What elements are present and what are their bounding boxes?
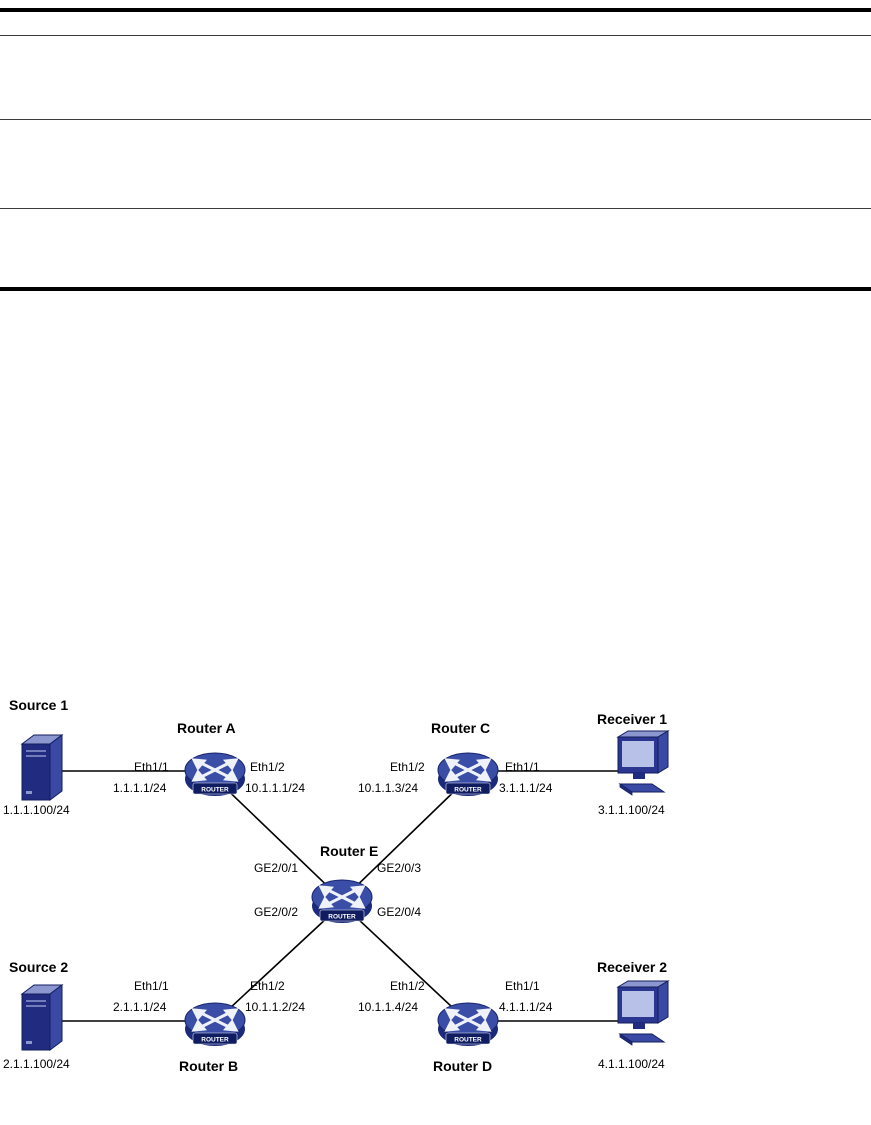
router-badge-text: ROUTER	[201, 787, 229, 794]
link-router-d-router-e	[341, 903, 469, 1023]
router-d-icon: ROUTER	[437, 1002, 499, 1046]
link-router-a-router-e	[214, 777, 343, 901]
link-router-b-router-e	[214, 903, 343, 1023]
table-row-rule-2	[0, 119, 871, 120]
router-b-left-ip: 2.1.1.1/24	[113, 1000, 167, 1014]
router-b-right-ip: 10.1.1.2/24	[245, 1000, 306, 1014]
server-icon	[20, 734, 64, 801]
router-d-right-ip: 4.1.1.1/24	[499, 1000, 553, 1014]
router-a-left-ip: 1.1.1.1/24	[113, 781, 167, 795]
router-d-label: Router D	[433, 1058, 493, 1074]
router-b-label: Router B	[179, 1058, 239, 1074]
receiver2-label: Receiver 2	[597, 959, 668, 975]
router-badge-text: ROUTER	[454, 1037, 482, 1044]
source1-label: Source 1	[9, 697, 69, 713]
router-a-label: Router A	[177, 720, 236, 736]
server-icon	[20, 984, 64, 1051]
router-b-right-if: Eth1/2	[250, 979, 285, 993]
table-row-rule-3	[0, 208, 871, 209]
router-badge-text: ROUTER	[328, 914, 356, 921]
router-c-right-if: Eth1/1	[505, 760, 540, 774]
router-e-if-bottom-right: GE2/0/4	[377, 905, 422, 919]
receiver2-ip: 4.1.1.100/24	[598, 1057, 665, 1071]
router-e-if-bottom-left: GE2/0/2	[254, 905, 299, 919]
router-d-left-if: Eth1/2	[390, 979, 425, 993]
router-d-left-ip: 10.1.1.4/24	[358, 1000, 419, 1014]
router-a-right-if: Eth1/2	[250, 760, 285, 774]
router-c-left-ip: 10.1.1.3/24	[358, 781, 419, 795]
source1-ip: 1.1.1.100/24	[3, 803, 70, 817]
receiver1-label: Receiver 1	[597, 711, 668, 727]
router-c-icon: ROUTER	[437, 752, 499, 796]
receiver1-ip: 3.1.1.100/24	[598, 803, 665, 817]
router-c-left-if: Eth1/2	[390, 760, 425, 774]
source2-label: Source 2	[9, 959, 69, 975]
router-d-right-if: Eth1/1	[505, 979, 540, 993]
router-c-label: Router C	[431, 720, 491, 736]
router-b-icon: ROUTER	[184, 1002, 246, 1046]
router-badge-text: ROUTER	[201, 1037, 229, 1044]
table-row-rule-1	[0, 35, 871, 36]
router-e-icon: ROUTER	[311, 879, 373, 923]
source2-ip: 2.1.1.100/24	[3, 1057, 70, 1071]
router-b-left-if: Eth1/1	[134, 979, 169, 993]
router-a-right-ip: 10.1.1.1/24	[245, 781, 306, 795]
router-badge-text: ROUTER	[454, 787, 482, 794]
table-border-top	[0, 8, 871, 12]
computer-icon	[616, 980, 670, 1046]
computer-icon	[616, 730, 670, 796]
link-router-c-router-e	[341, 777, 469, 901]
router-a-left-if: Eth1/1	[134, 760, 169, 774]
router-e-label: Router E	[320, 843, 379, 859]
router-a-icon: ROUTER	[184, 752, 246, 796]
router-e-if-top-right: GE2/0/3	[377, 861, 422, 875]
router-e-if-top-left: GE2/0/1	[254, 861, 299, 875]
table-border-bottom	[0, 287, 871, 291]
router-c-right-ip: 3.1.1.1/24	[499, 781, 553, 795]
